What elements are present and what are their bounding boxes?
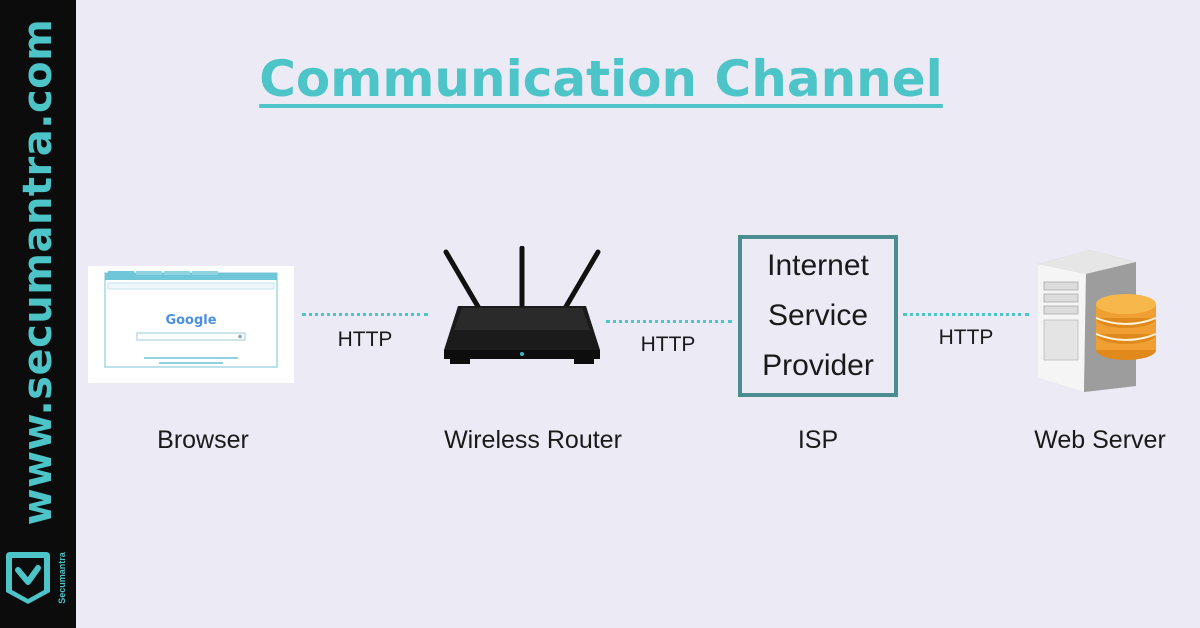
link-label-1: HTTP (337, 328, 393, 351)
page-title: Communication Channel (259, 50, 943, 108)
web-server-icon (1038, 250, 1157, 392)
link-label-2: HTTP (640, 333, 696, 356)
browser-icon: Google (88, 266, 294, 383)
browser-label: Browser (157, 426, 249, 454)
sidebar-url: www.secumantra.com (15, 18, 61, 526)
sidebar: www.secumantra.com Secumantra (0, 0, 76, 628)
link-label-3: HTTP (938, 326, 994, 349)
link-line-3 (903, 313, 1029, 316)
isp-box-line-2: Service (767, 299, 869, 332)
web-server-label: Web Server (1034, 426, 1166, 454)
google-logo: Google (165, 313, 216, 328)
sidebar-logo-text: Secumantra (57, 552, 67, 604)
router-label: Wireless Router (444, 426, 622, 454)
link-line-2 (606, 320, 732, 323)
router-icon (443, 246, 601, 364)
isp-box: Internet Service Provider (738, 235, 898, 397)
isp-box-line-3: Provider (762, 349, 874, 382)
link-line-1 (302, 313, 428, 316)
isp-label: ISP (797, 426, 839, 454)
secumantra-logo-icon (6, 552, 50, 604)
isp-box-line-1: Internet (767, 249, 869, 282)
